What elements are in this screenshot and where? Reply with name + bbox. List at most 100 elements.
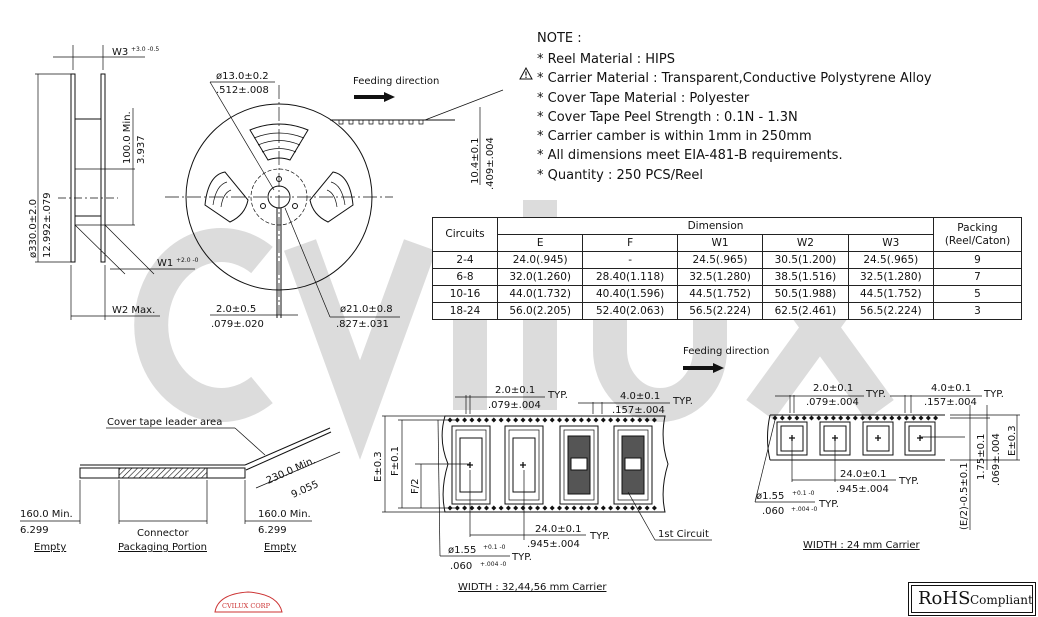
hub-hole-mm: ø21.0±0.8 [340,304,393,315]
pocket-pitch-mm: 24.0±0.1 [535,524,582,535]
hub-diameter-in: 3.937 [136,135,147,164]
cell: 32.0(1.260) [496,268,584,286]
hub-hole-in: .827±.031 [336,319,389,330]
sprocket-hole [469,505,475,511]
cell: 52.40(2.063) [582,302,678,320]
note-item: * Carrier camber is within 1mm in 250mm [537,129,812,144]
left-empty-label: Empty [34,542,66,553]
pocket-center [917,435,923,441]
header-dimension: Dimension [497,217,934,235]
feeding-direction-label: Feeding direction [683,346,769,357]
sprocket-hole [933,415,939,421]
right-empty-in: 6.299 [258,525,287,536]
note-item: * All dimensions meet EIA-481-B requirem… [537,148,843,163]
w3-label: W3 [112,47,128,58]
hole-dia-in-tol: +.004 -0 [480,561,506,568]
sprocket-hole [903,415,909,421]
sprocket-hole [535,417,541,423]
pocket [904,421,936,456]
slot-width-in: .079±.020 [211,319,264,330]
cell: 24.5(.965) [676,251,764,269]
w1-label: W1 [157,258,173,269]
typ-label: TYP. [865,389,886,400]
sprocket-pitch-in: .157±.004 [612,405,665,416]
sprocket-hole [586,417,592,423]
pocket-pitch-in: .945±.004 [836,484,889,495]
sprocket-hole [557,505,562,511]
header-packing: Packing (Reel/Caton) [933,217,1022,252]
sprocket-hole [454,417,460,423]
sprocket-hole [571,505,577,511]
company-stamp: CVILUX CORP [214,591,283,613]
sprocket-hole [867,415,873,421]
note-item: * Reel Material : HIPS [537,52,675,67]
header-circuits: Circuits [432,217,498,252]
sprocket-hole [651,417,657,423]
cell: 24.5(.965) [847,251,935,269]
sprocket-hole [593,417,599,423]
left-empty-mm: 160.0 Min. [20,509,73,520]
warning-triangle-icon [519,66,533,80]
cell: 2-4 [432,251,498,269]
cell: 62.5(2.461) [762,302,849,320]
sprocket-hole [557,417,562,423]
cell: 44.0(1.732) [496,285,584,303]
sprocket-hole [586,505,592,511]
sprocket-hole [491,505,497,511]
pocket-inner [908,425,932,452]
sprocket-hole [845,415,851,421]
sprocket-hole [622,505,628,511]
pocket [613,425,653,505]
cell: 56.5(2.224) [676,302,764,320]
w3-tolerance: +3.0 -0.5 [131,46,159,53]
sprocket-hole [794,415,800,421]
sprocket-hole [860,415,866,421]
typ-label: TYP. [589,531,610,542]
sprocket-hole [630,505,635,511]
sprocket-hole [600,417,606,423]
note-item: * Carrier Material : Transparent,Conduct… [537,71,932,86]
sprocket-hole [615,505,621,511]
sprocket-hole [889,415,895,421]
col-w3: W3 [847,234,935,252]
note-item: * Quantity : 250 PCS/Reel [537,168,703,183]
sprocket-hole [787,415,793,421]
sprocket-hole [505,417,511,423]
sprocket-hole [779,415,785,421]
sprocket-hole [823,415,829,421]
sprocket-hole [918,415,924,421]
sprocket-hole [520,505,526,511]
sprocket-hole [564,417,570,423]
pocket-center [467,462,473,468]
col-e: E [496,234,584,252]
cell: 18-24 [432,302,498,320]
typ-label: TYP. [511,552,532,563]
sprocket-hole [527,417,533,423]
sprocket-hole [498,505,504,511]
sprocket-hole [644,505,650,511]
hole-pitch-in: .079±.004 [806,397,859,408]
sprocket-hole [513,417,519,423]
pocket-pitch-mm: 24.0±0.1 [840,469,887,480]
pocket-inner [455,429,487,501]
sprocket-hole [593,505,599,511]
typ-label: TYP. [547,390,568,401]
sprocket-hole [608,417,614,423]
cover-tape-label: Cover tape leader area [107,417,222,428]
reel-diameter-in: 12.992±.079 [42,192,53,258]
hole-dia-in: .060 [762,506,784,517]
pocket-cavity [459,437,483,493]
hub-diameter-mm: 100.0 Min. [122,111,133,164]
dimension-table: Circuits Dimension Packing (Reel/Caton) … [432,217,1022,320]
sprocket-hole [911,415,917,421]
sprocket-hole [578,505,584,511]
cell: - [582,251,678,269]
cell: 38.5(1.516) [762,268,849,286]
pocket-center [520,462,526,468]
rohs-compliant-label: Compliant [970,593,1033,607]
sprocket-hole [484,417,489,423]
sprocket-hole [852,415,858,421]
leader-length-in: 9.055 [290,479,321,501]
